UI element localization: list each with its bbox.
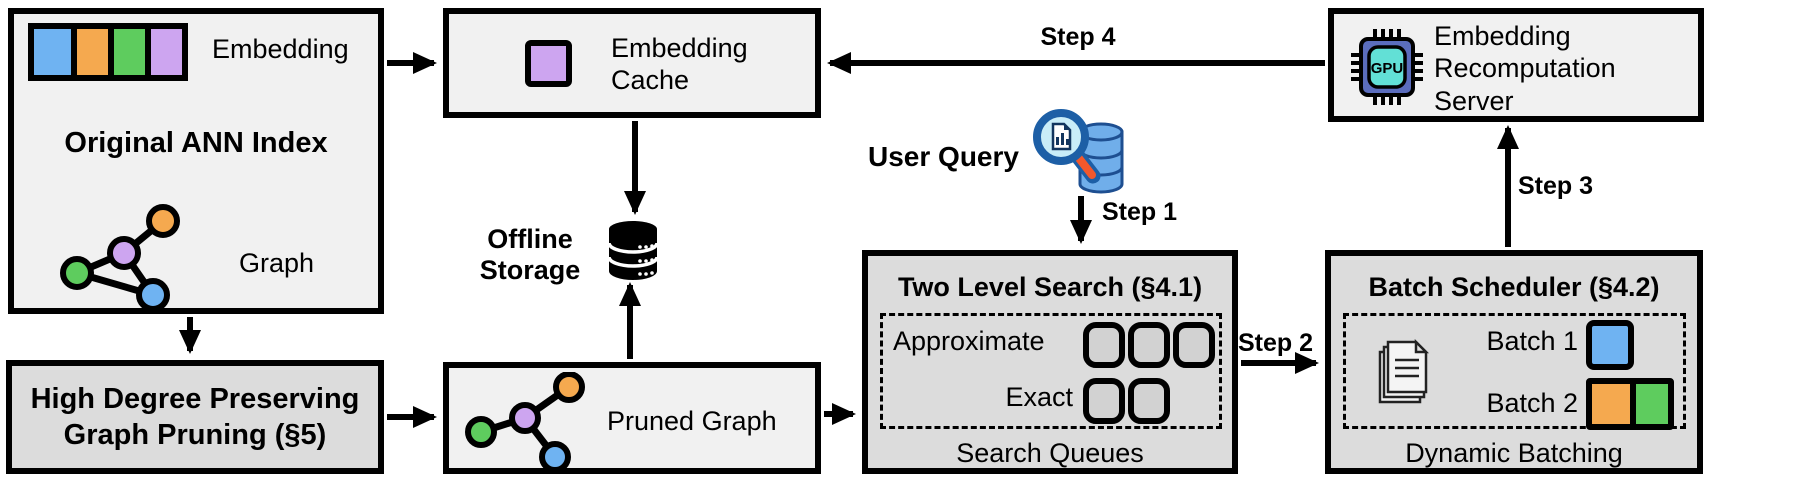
graph-node-purple: [107, 236, 141, 270]
embedding-cache-box: Embedding Cache: [443, 8, 821, 118]
step1-label: Step 1: [1102, 198, 1178, 226]
batch2-square-orange: [1592, 384, 1630, 424]
batch2-squares: [1586, 378, 1674, 430]
embedding-cell-green: [108, 29, 145, 75]
embedding-cell-blue: [34, 29, 71, 75]
batch2-square-green: [1630, 384, 1668, 424]
step2-label: Step 2: [1238, 329, 1314, 357]
batch2-label: Batch 2: [1486, 388, 1578, 418]
graph-pruning-label: High Degree Preserving Graph Pruning (§5…: [30, 382, 360, 451]
embedding-cell-orange: [71, 29, 108, 75]
exact-queue-slot: [1083, 378, 1125, 424]
step4-label: Step 4: [1040, 23, 1116, 51]
batch1-square-blue: [1586, 320, 1634, 370]
offline-storage-label: Offline Storage: [479, 224, 581, 286]
embedding-cell-purple: [145, 29, 182, 75]
pruned-graph-box: Pruned Graph: [443, 362, 821, 474]
embedding-cache-label: Embedding Cache: [611, 33, 748, 96]
approximate-label: Approximate: [893, 326, 1045, 356]
approximate-queue-slot: [1173, 322, 1215, 368]
exact-queue-slot: [1128, 378, 1170, 424]
two-level-search-title: Two Level Search (§4.1): [897, 272, 1203, 302]
database-icon: [607, 221, 659, 280]
ann-index-title: Original ANN Index: [64, 127, 328, 159]
step3-label: Step 3: [1518, 172, 1594, 200]
graph-node-green: [60, 256, 94, 290]
graph-node-green: [465, 416, 497, 448]
magnifier: [1033, 109, 1101, 184]
gpu-chip-icon: GPU: [1351, 29, 1423, 105]
purple-embedding-square: [525, 40, 572, 87]
batch-scheduler-box: Batch Scheduler (§4.2) Batch 1 Batch 2: [1325, 250, 1703, 474]
recomputation-server-box: GPU Embedding Recomputation Server: [1328, 8, 1704, 122]
approximate-queue-slot: [1083, 322, 1125, 368]
graph-node-purple: [509, 402, 541, 434]
graph-nodes-icon: [60, 204, 180, 312]
batch-scheduler-title: Batch Scheduler (§4.2): [1368, 272, 1660, 302]
exact-label: Exact: [1005, 382, 1073, 412]
search-queues-label: Search Queues: [956, 438, 1144, 468]
embedding-vector: [28, 23, 188, 81]
two-level-search-box: Two Level Search (§4.1) Approximate Exac…: [862, 250, 1238, 474]
batch1-label: Batch 1: [1486, 326, 1578, 356]
dynamic-batching-region: Batch 1 Batch 2: [1343, 313, 1686, 430]
pruned-graph-nodes-icon: [465, 372, 585, 473]
gpu-text: GPU: [1371, 60, 1404, 77]
original-ann-index-box: Embedding Original ANN Index Graph: [8, 8, 384, 314]
graph-node-orange: [553, 372, 585, 403]
dynamic-batching-label: Dynamic Batching: [1405, 438, 1623, 468]
graph-node-blue: [539, 441, 571, 473]
embedding-label: Embedding: [212, 34, 349, 64]
graph-node-orange: [146, 204, 180, 238]
graph-node-blue: [136, 278, 170, 312]
search-queues-region: Approximate Exact: [880, 313, 1222, 429]
document-stack-icon: [1378, 338, 1430, 404]
graph-pruning-box: High Degree Preserving Graph Pruning (§5…: [6, 360, 384, 474]
user-query-label: User Query: [868, 141, 1019, 172]
approximate-queue-slot: [1128, 322, 1170, 368]
pruned-graph-label: Pruned Graph: [607, 406, 777, 436]
magnifier-over-database-icon: [1033, 109, 1124, 194]
recomputation-server-label: Embedding Recomputation Server: [1434, 21, 1616, 116]
graph-label: Graph: [239, 248, 315, 278]
